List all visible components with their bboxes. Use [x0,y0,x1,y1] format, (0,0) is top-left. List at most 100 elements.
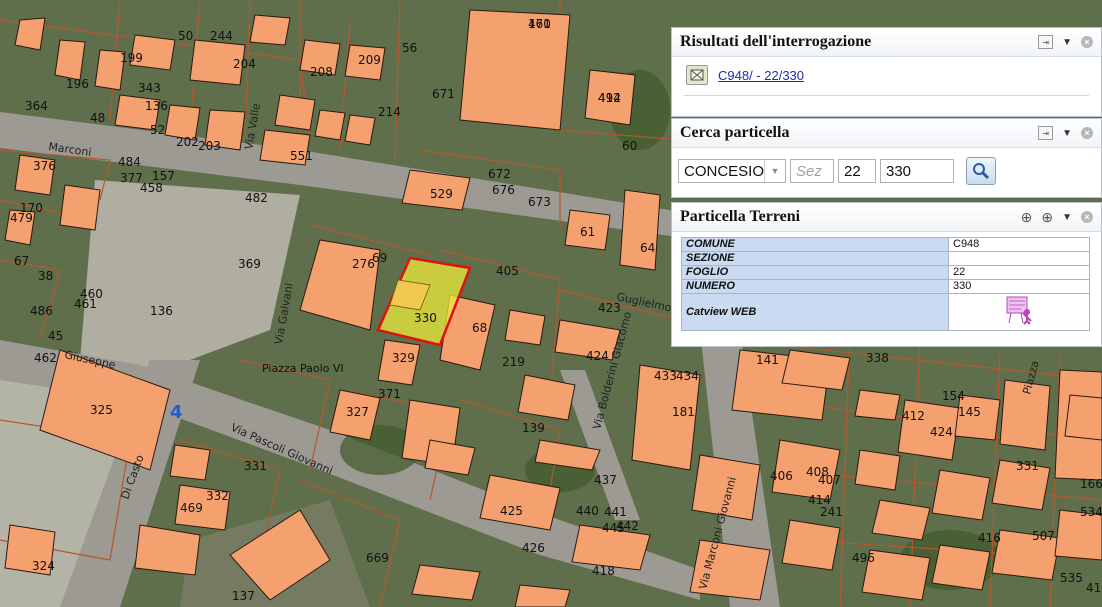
parcel-number: 414 [1086,581,1102,595]
results-panel-title: Risultati dell'interrogazione [680,33,872,50]
table-row: Catview WEB [681,293,1090,331]
roads [0,112,780,607]
parcel-number: 534 [1080,505,1102,519]
parcel-number: 136 [145,99,168,113]
catview-web-link[interactable] [948,293,1090,331]
parcel-number: 181 [672,405,695,419]
dock-icon[interactable]: ⇥ [1038,35,1054,49]
parcel-number: 507 [1032,529,1055,543]
highlight-label: 330 [414,311,437,325]
parcel-number: 332 [206,489,229,503]
parcel-number: 424 [586,349,609,363]
search-panel: Cerca particella ⇥ ▼ × CONCESIO ▼ Sez 22… [671,118,1102,198]
row-value: 330 [948,279,1090,294]
numero-input[interactable]: 330 [880,159,954,183]
parcel-number: 329 [392,351,415,365]
parcel-number: 433 [654,369,677,383]
parcel-number: 157 [152,169,175,183]
search-panel-title: Cerca particella [680,124,790,141]
parcel-number: 325 [90,403,113,417]
parcel-number: 407 [818,473,841,487]
parcel-number: 154 [942,389,965,403]
foglio-input[interactable]: 22 [838,159,876,183]
parcel-number: 425 [500,504,523,518]
parcel-number: 38 [38,269,53,283]
parcel-number: 405 [496,264,519,278]
chevron-down-icon[interactable]: ▼ [1062,211,1072,223]
parcel-number: 442 [616,519,639,533]
result-link[interactable]: C948/ - 22/330 [718,67,805,83]
parcel-number: 324 [32,559,55,573]
row-key: NUMERO [681,279,949,294]
parcel-number: 64 [640,241,655,255]
parcel-number: 676 [492,183,515,197]
parcel-number: 673 [528,195,551,209]
particella-panel-header: Particella Terreni ⊕ ⊕ ▼ × [672,203,1101,232]
sezione-placeholder: Sez [796,162,822,180]
row-value: C948 [948,237,1090,252]
highlighted-parcel[interactable] [376,256,472,347]
parcel-number: 376 [33,159,56,173]
parcel-number: 204 [233,57,256,71]
dock-icon[interactable]: ⇥ [1038,126,1054,140]
row-key: FOGLIO [681,265,949,280]
parcel-number: 338 [866,351,889,365]
particella-panel-title: Particella Terreni [680,208,801,225]
parcel-number: 343 [138,81,161,95]
parcel-number: 241 [820,505,843,519]
parcel-number: 377 [120,171,143,185]
parcel-number: 56 [402,41,417,55]
row-key: COMUNE [681,237,949,252]
sezione-input[interactable]: Sez [790,159,834,183]
parking-lot [80,180,300,375]
parcel-number: 669 [366,551,389,565]
catview-icon [1006,296,1032,325]
zone-marker: 4 [170,402,183,423]
row-value: 22 [948,265,1090,280]
parcel-number: 406 [770,469,793,483]
parcel-number: 371 [378,387,401,401]
parcel-number: 458 [140,181,163,195]
chevron-down-icon[interactable]: ▼ [1062,36,1072,48]
parcel-number: 418 [592,564,615,578]
parcel-number: 412 [902,409,925,423]
chevron-down-icon[interactable]: ▼ [764,160,785,182]
parcel-number: 219 [502,355,525,369]
parcel-number: 68 [472,321,487,335]
parcel-number: 50 [178,29,193,43]
chevron-down-icon[interactable]: ▼ [1062,127,1072,139]
parcel-number: 441 [604,505,627,519]
parcel-number: 170 [20,201,43,215]
close-icon[interactable]: × [1081,127,1093,139]
parcel-number: 208 [310,65,333,79]
parcel-number: 136 [150,304,173,318]
comune-select[interactable]: CONCESIO ▼ [678,159,786,183]
close-icon[interactable]: × [1081,36,1093,48]
parcel-number: 426 [522,541,545,555]
parcel-number: 202 [176,135,199,149]
parcel-number: 529 [430,187,453,201]
close-icon[interactable]: × [1081,211,1093,223]
parcel-number: 445 [602,521,625,535]
results-panel: Risultati dell'interrogazione ⇥ ▼ × C948… [671,27,1102,117]
parcel-number: 416 [978,531,1001,545]
zoom-to-parcel-icon[interactable] [686,65,708,85]
parcel-number: 469 [180,501,203,515]
parcel-number: 61 [580,225,595,239]
parcel-number: 67 [14,254,29,268]
crosshair-icon[interactable]: ⊕ [1041,208,1054,225]
parcel-number: 276 [352,257,375,271]
parcel-number: 461 [74,297,97,311]
zoom-in-icon[interactable]: ⊕ [1020,208,1033,225]
search-button[interactable] [966,157,996,185]
parcel-number: 414 [598,91,621,105]
parcel-number: 364 [25,99,48,113]
parcel-number: 69 [372,251,387,265]
parcel-number: 141 [756,353,779,367]
row-key: SEZIONE [681,251,949,266]
